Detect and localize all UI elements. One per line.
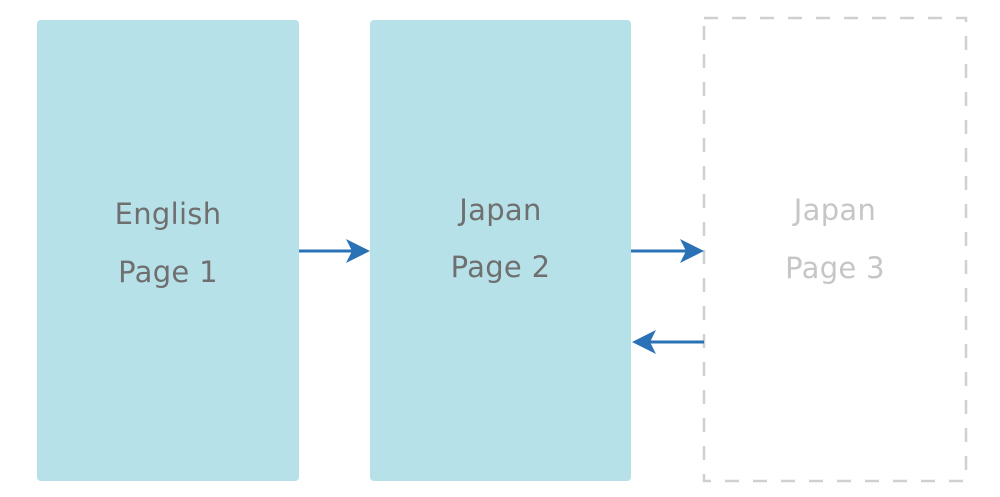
page-number-label: Page 1	[118, 255, 218, 289]
page-box-japan-page-3: Japan Page 3	[704, 18, 966, 481]
page-language-label: English	[114, 197, 222, 231]
arrow-page3-to-page2	[632, 330, 704, 354]
page-language-label: Japan	[459, 193, 542, 227]
arrow-page1-to-page2	[299, 239, 370, 263]
page-language-label: Japan	[793, 193, 877, 227]
page-number-label: Page 3	[785, 251, 885, 285]
page-box-english-page-1: English Page 1	[37, 20, 299, 481]
arrow-page2-to-page3	[631, 239, 704, 263]
page-number-label: Page 2	[450, 250, 551, 284]
page-box-japan-page-2: Japan Page 2	[370, 20, 631, 481]
